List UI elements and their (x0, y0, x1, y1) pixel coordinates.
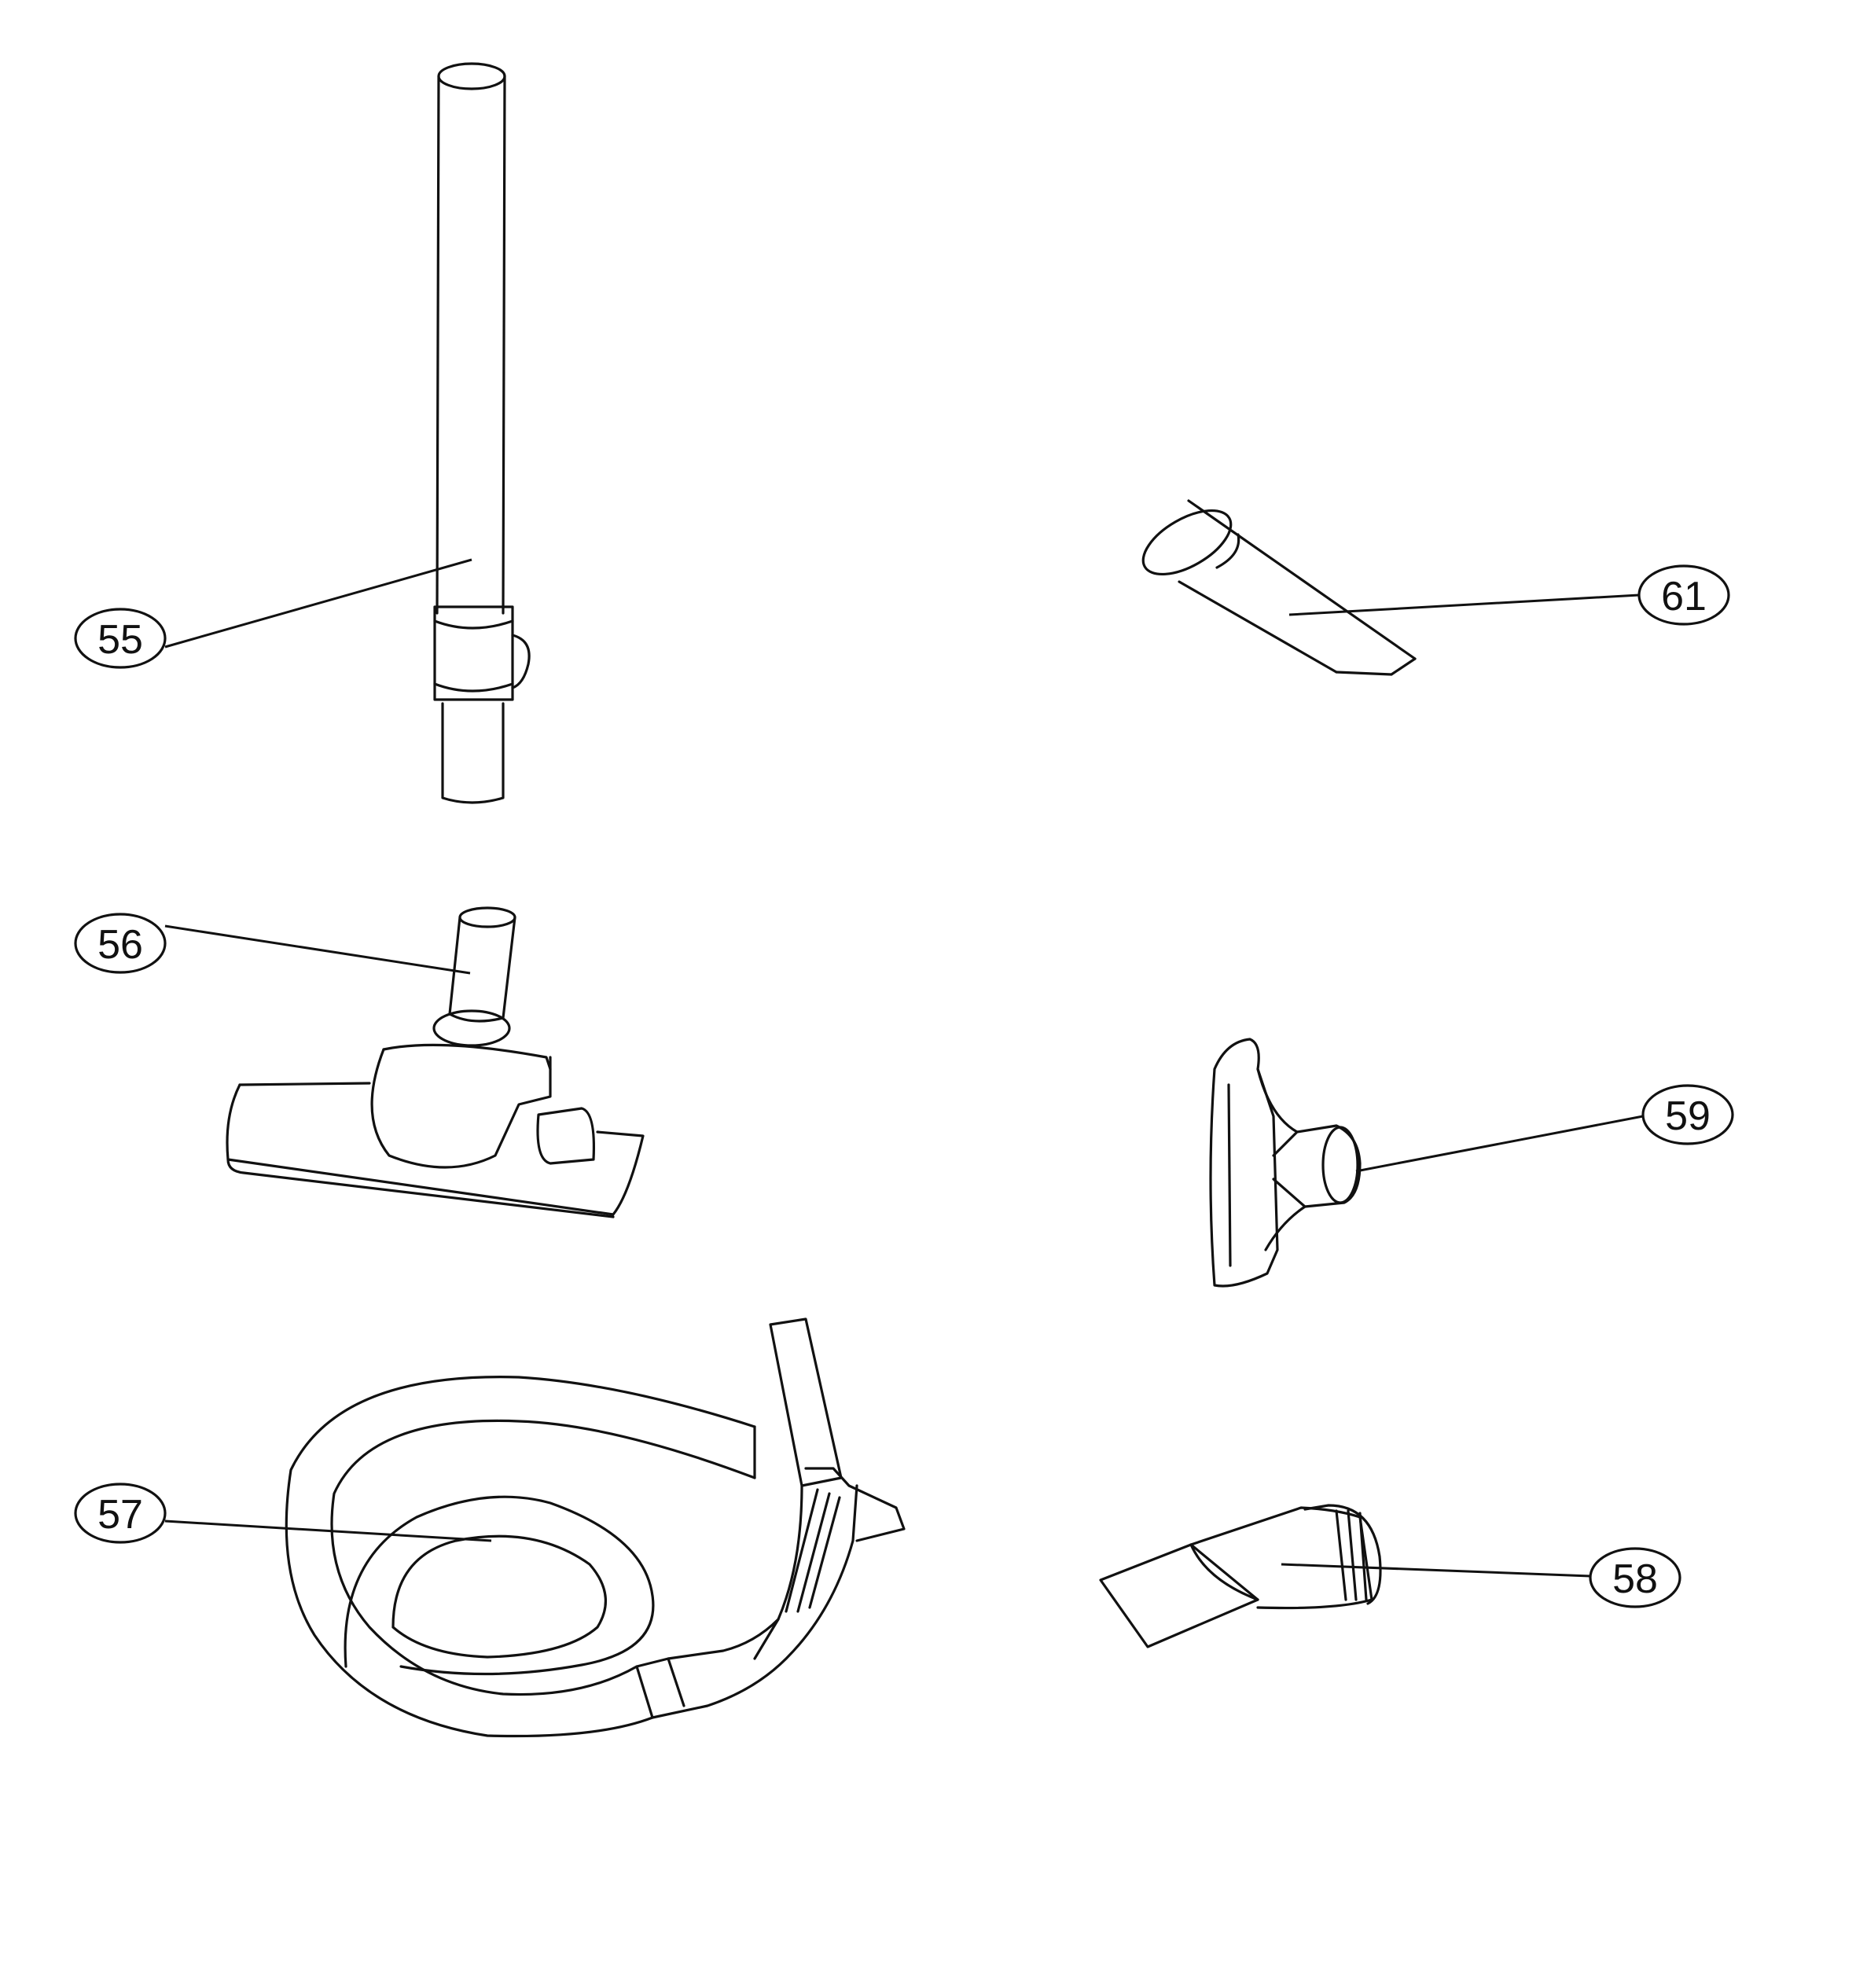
callout-55: 55 (74, 608, 167, 669)
callout-59-label: 59 (1665, 1093, 1711, 1139)
leader-59 (1355, 1115, 1644, 1173)
callout-57: 57 (74, 1483, 167, 1544)
callout-61-label: 61 (1661, 574, 1707, 619)
part-59-upholstery-nozzle (1209, 1038, 1362, 1288)
leader-lines (164, 558, 1644, 1578)
leader-55 (164, 558, 472, 649)
part-56-floor-nozzle (226, 906, 645, 1218)
leader-56 (164, 924, 471, 975)
callout-58: 58 (1589, 1547, 1681, 1608)
callout-56: 56 (74, 913, 167, 974)
part-55-extension-wand (433, 62, 531, 804)
part-58-dusting-brush (1099, 1504, 1382, 1648)
leader-58 (1281, 1563, 1591, 1578)
leader-57 (164, 1519, 492, 1542)
leader-61 (1288, 593, 1640, 616)
callout-55-label: 55 (97, 617, 143, 663)
part-57-hose (285, 1317, 906, 1738)
callout-61: 61 (1637, 564, 1730, 626)
callout-57-label: 57 (97, 1492, 143, 1538)
callout-58-label: 58 (1612, 1556, 1658, 1602)
callout-59: 59 (1641, 1084, 1734, 1145)
part-61-crevice-tool (1141, 499, 1417, 676)
callout-56-label: 56 (97, 922, 143, 968)
